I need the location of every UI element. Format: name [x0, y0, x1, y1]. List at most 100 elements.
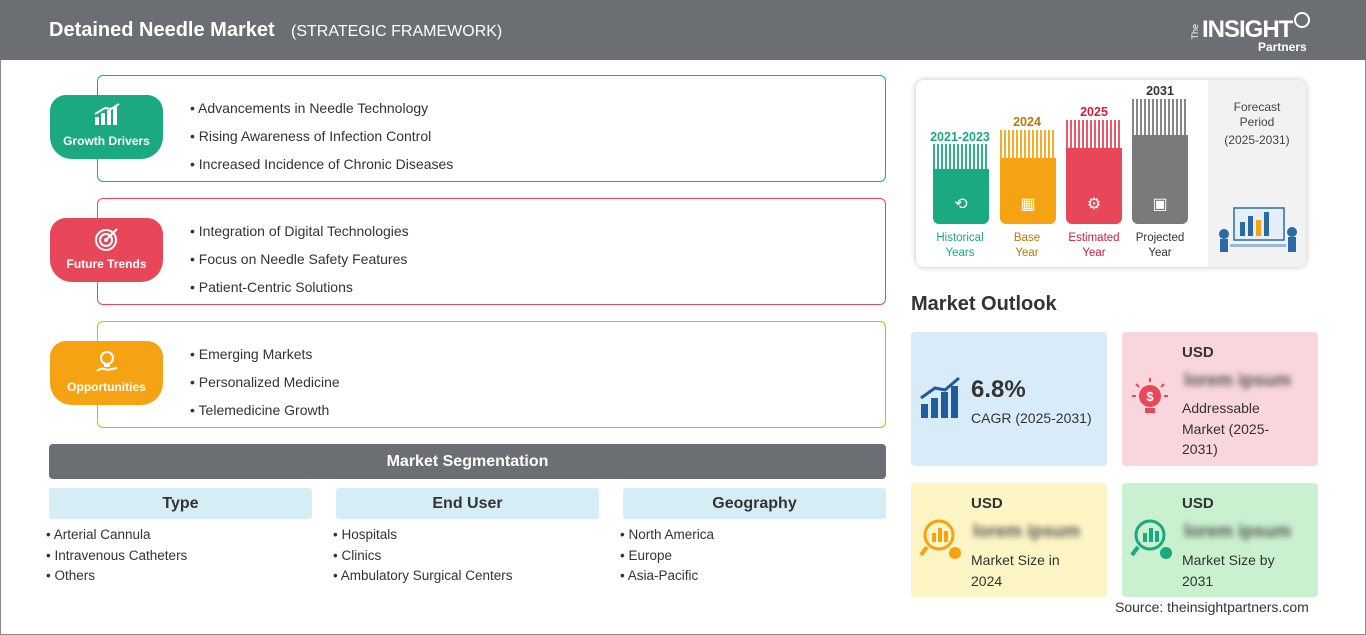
timeline-bar-projected: ▣ — [1132, 99, 1188, 224]
caption-line: Projected — [1135, 232, 1185, 244]
forecast-label: Forecast Period (2025-2031) — [1208, 100, 1306, 148]
lightbulb-hand-icon — [50, 349, 163, 380]
future-trends-box: Integration of Digital Technologies Focu… — [97, 198, 886, 305]
segment-end-user: End User Hospitals Clinics Ambulatory Su… — [336, 488, 599, 587]
timeline-bar-estimated: ⚙ — [1066, 120, 1122, 224]
label-line: Market (2025- — [1182, 420, 1270, 437]
list-item: Clinics — [333, 546, 599, 567]
list-item: Arterial Cannula — [46, 525, 312, 546]
forecast-line2: Period — [1239, 115, 1275, 129]
segment-head: Geography — [623, 488, 886, 519]
bar-year: 2024 — [1013, 115, 1041, 129]
caption-line: Historical — [936, 232, 984, 244]
opportunities-badge: Opportunities — [50, 341, 163, 405]
bar-year: 2025 — [1080, 105, 1108, 119]
svg-text:$: $ — [1146, 389, 1154, 404]
forecast-line3: (2025-2031) — [1224, 133, 1290, 147]
label-line: Market Size in — [971, 552, 1060, 568]
history-icon: ⟲ — [954, 196, 968, 213]
logo-the: The — [1190, 24, 1200, 40]
segment-head: End User — [336, 488, 599, 519]
usd-label: USD — [1182, 495, 1214, 512]
future-trends-badge: Future Trends — [50, 218, 163, 282]
label-line: 2024 — [971, 572, 1003, 589]
bar-caption: Historical Years — [920, 231, 1000, 261]
market-size-2031-card: USD lorem ipsum Market Size by 2031 — [1122, 483, 1318, 597]
blurred-value: lorem ipsum — [973, 521, 1081, 541]
bar-caption: Projected Year — [1120, 231, 1200, 261]
presentation-icon: ▣ — [1152, 196, 1168, 213]
list-item: Personalized Medicine — [190, 368, 340, 396]
list-item: Patient-Centric Solutions — [190, 273, 409, 301]
blurred-value: lorem ipsum — [1184, 521, 1292, 541]
list-item: Telemedicine Growth — [190, 396, 340, 424]
page-title: Detained Needle Market — [49, 19, 275, 41]
badge-label: Future Trends — [66, 257, 147, 271]
list-item: Europe — [620, 546, 886, 567]
label-line: Addressable — [1182, 400, 1260, 416]
list-item: Advancements in Needle Technology — [190, 94, 453, 122]
bar-year: 2031 — [1146, 84, 1174, 98]
growth-drivers-badge: Growth Drivers — [50, 95, 163, 159]
addressable-label: Addressable Market (2025- 2031) — [1182, 398, 1269, 460]
list-item: Intravenous Catheters — [46, 546, 312, 567]
caption-line: Year — [1082, 247, 1106, 259]
page-subtitle: (STRATEGIC FRAMEWORK) — [291, 23, 503, 40]
target-icon — [50, 226, 163, 257]
growth-chart-icon — [919, 376, 963, 428]
size-2024-label: Market Size in 2024 — [971, 550, 1060, 591]
insight-partners-logo[interactable]: The INSIGHT Partners — [1190, 10, 1320, 54]
list-item: Increased Incidence of Chronic Diseases — [190, 150, 453, 178]
usd-label: USD — [1182, 344, 1214, 361]
timeline-bar-base: ▦ — [1000, 130, 1056, 224]
caption-line: Base — [1013, 232, 1041, 244]
logo-insight: INSIGHT — [1202, 16, 1293, 43]
calendar-icon: ▦ — [1020, 196, 1036, 213]
future-trends-list: Integration of Digital Technologies Focu… — [190, 217, 409, 301]
segment-type: Type Arterial Cannula Intravenous Cathet… — [49, 488, 312, 587]
list-item: North America — [620, 525, 886, 546]
addressable-market-card: $ USD lorem ipsum Addressable Market (20… — [1122, 332, 1318, 466]
bar-caption: Estimated Year — [1054, 231, 1134, 261]
list-item: Ambulatory Surgical Centers — [333, 566, 599, 587]
caption-line: Estimated — [1068, 232, 1120, 244]
bar-year: 2021-2023 — [930, 130, 990, 144]
market-outlook-title: Market Outlook — [911, 293, 1057, 315]
list-item: Others — [46, 566, 312, 587]
growth-drivers-list: Advancements in Needle Technology Rising… — [190, 94, 453, 178]
cagr-card: 6.8% CAGR (2025-2031) — [911, 332, 1107, 466]
forecast-line1: Forecast — [1233, 100, 1281, 114]
list-item: Focus on Needle Safety Features — [190, 245, 409, 273]
magnifier-chart-icon — [1130, 517, 1174, 569]
opportunities-box: Emerging Markets Personalized Medicine T… — [97, 321, 886, 428]
caption-line: Year — [1015, 247, 1039, 259]
caption-line: Year — [1148, 247, 1172, 259]
blurred-value: lorem ipsum — [1184, 370, 1292, 390]
source-link[interactable]: Source: theinsightpartners.com — [1115, 599, 1309, 615]
list-item: Integration of Digital Technologies — [190, 217, 409, 245]
page-header: Detained Needle Market (STRATEGIC FRAMEW… — [0, 0, 1366, 60]
market-size-2024-card: USD lorem ipsum Market Size in 2024 — [911, 483, 1107, 597]
label-line: 2031) — [1182, 441, 1218, 457]
estimate-icon: ⚙ — [1086, 196, 1102, 213]
list-item: Asia-Pacific — [620, 566, 886, 587]
list-item: Emerging Markets — [190, 340, 340, 368]
logo-partners: Partners — [1258, 40, 1307, 54]
segment-head: Type — [49, 488, 312, 519]
badge-label: Growth Drivers — [63, 134, 150, 148]
growth-chart-icon — [50, 103, 163, 132]
market-segmentation-bar: Market Segmentation — [49, 444, 886, 479]
usd-label: USD — [971, 495, 1003, 512]
list-item: Rising Awareness of Infection Control — [190, 122, 453, 150]
timeline-card: Forecast Period (2025-2031) 2021-2023 ⟲ … — [916, 80, 1306, 267]
label-line: 2031 — [1182, 572, 1214, 589]
cagr-label: CAGR (2025-2031) — [971, 410, 1092, 426]
caption-line: Years — [945, 247, 975, 259]
cagr-value: 6.8% — [971, 376, 1026, 403]
bulb-dollar-icon: $ — [1130, 376, 1170, 428]
bar-caption: Base Year — [987, 231, 1067, 261]
badge-label: Opportunities — [67, 380, 146, 394]
opportunities-list: Emerging Markets Personalized Medicine T… — [190, 340, 340, 424]
logo-circle-icon — [1294, 12, 1310, 28]
forecast-illustration-icon — [1212, 198, 1302, 261]
